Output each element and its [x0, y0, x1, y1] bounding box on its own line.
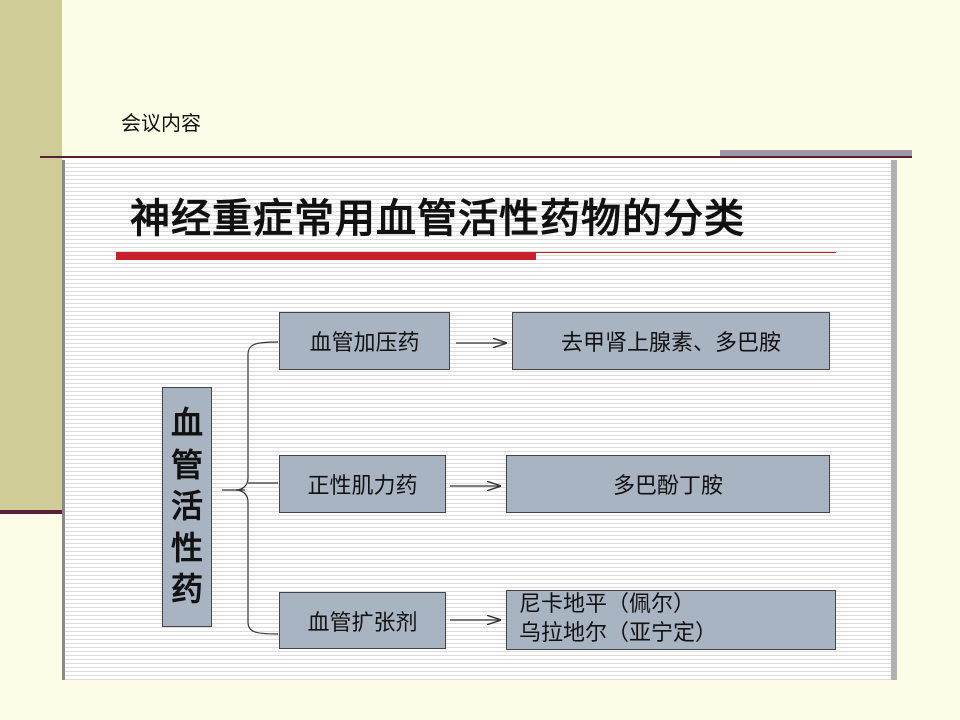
- root-char: 血: [170, 404, 203, 443]
- drug-item: 乌拉地尔（亚宁定）: [519, 621, 718, 646]
- header-title: 会议内容: [121, 111, 201, 135]
- drugs-vasodilator: 尼卡地平（佩尔） 乌拉地尔（亚宁定）: [506, 590, 836, 650]
- title-underline-thin: [536, 252, 836, 253]
- category-inotrope: 正性肌力药: [279, 455, 446, 513]
- title-underline-thick: [116, 252, 536, 260]
- root-char: 性: [170, 528, 203, 567]
- category-vasopressor: 血管加压药: [279, 312, 450, 370]
- root-char: 药: [170, 570, 203, 609]
- header-rule: [40, 156, 912, 158]
- header-accent-bar: [720, 150, 912, 158]
- root-box-vasoactive-drugs: 血 管 活 性 药: [162, 387, 212, 627]
- drugs-vasopressor: 去甲肾上腺素、多巴胺: [512, 312, 830, 370]
- category-vasodilator: 血管扩张剂: [279, 592, 446, 649]
- root-char: 管: [170, 445, 203, 484]
- root-char: 活: [170, 487, 203, 526]
- slide-title: 神经重症常用血管活性药物的分类: [130, 196, 745, 242]
- left-decor-strip: [0, 0, 62, 512]
- strip-divider: [0, 510, 64, 514]
- drugs-inotrope: 多巴酚丁胺: [506, 455, 830, 513]
- drug-item: 尼卡地平（佩尔）: [519, 592, 696, 618]
